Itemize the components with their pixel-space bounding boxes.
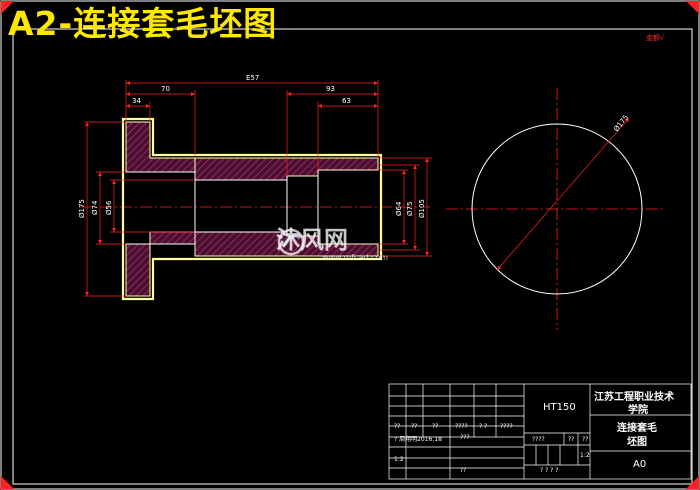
- scale-c1: ??: [568, 436, 575, 443]
- tb-row1-c2: ??: [411, 423, 418, 430]
- dim-circle-diameter: Ø175: [612, 113, 630, 133]
- horizontal-dimensions: [125, 80, 379, 176]
- watermark-brand: 沐风网: [276, 226, 348, 254]
- tb-row1-c3: ??: [432, 423, 439, 430]
- dim-flange-thickness: 34: [132, 97, 141, 105]
- dim-diameter-105: Ø105: [418, 199, 426, 218]
- corner-mark: 金额√: [646, 34, 665, 42]
- vertical-dimensions-left: [84, 121, 195, 297]
- dim-diameter-74: Ø74: [91, 200, 99, 215]
- dim-diameter-flange: Ø175: [78, 199, 86, 218]
- dim-diameter-56: Ø56: [105, 200, 113, 215]
- dim-left-offset: 70: [161, 85, 170, 93]
- part-section: [121, 117, 383, 301]
- designer-signature: ? 周翔明2016.18: [394, 436, 442, 443]
- school-name-line2: 学院: [628, 405, 648, 416]
- dim-right-bore-b: 63: [342, 97, 351, 105]
- part-name-line1: 连接套毛: [617, 423, 657, 434]
- corner-triangle-tl: [1, 1, 14, 14]
- corner-triangle-tr: [686, 1, 699, 14]
- corner-triangle-bl: [1, 476, 14, 489]
- watermark-logo: [277, 228, 305, 256]
- tb-scale-right: 1:2: [580, 452, 590, 459]
- drawing-title: A2-连接套毛坯图: [8, 4, 278, 43]
- sheet-count: ? ? ? ?: [540, 467, 559, 474]
- dim-diameter-75: Ø75: [406, 202, 414, 216]
- vertical-dimensions-right: [378, 157, 432, 257]
- inner-frame: [12, 28, 693, 485]
- tb-row1-c5: ? ?: [479, 423, 488, 430]
- corner-triangle-br: [686, 476, 699, 489]
- tb-bottom-marks: ??: [460, 467, 467, 474]
- material-label: HT150: [543, 402, 576, 413]
- dim-diameter-64: Ø64: [395, 201, 403, 216]
- tb-row1-c6: ????: [500, 423, 513, 430]
- title-block-grid: [388, 383, 692, 480]
- scale-c2: ??: [582, 436, 589, 443]
- part-name-line2: 坯图: [627, 437, 647, 448]
- circle-diameter-line: [496, 117, 630, 271]
- tb-scale-left: 1:2: [394, 456, 404, 463]
- dim-right-bore-a: 93: [326, 85, 335, 93]
- tb-row1-c4: ????: [455, 423, 468, 430]
- tb-row2-c2: ???: [460, 434, 470, 441]
- dim-total-length: E57: [246, 74, 259, 82]
- sheet-size: A0: [633, 459, 647, 470]
- tb-row1-c1: ??: [394, 423, 401, 430]
- stage-marks: ????: [532, 436, 545, 443]
- school-name-line1: 江苏工程职业技术: [594, 392, 674, 403]
- watermark-url: www.mfcad.com: [322, 253, 389, 262]
